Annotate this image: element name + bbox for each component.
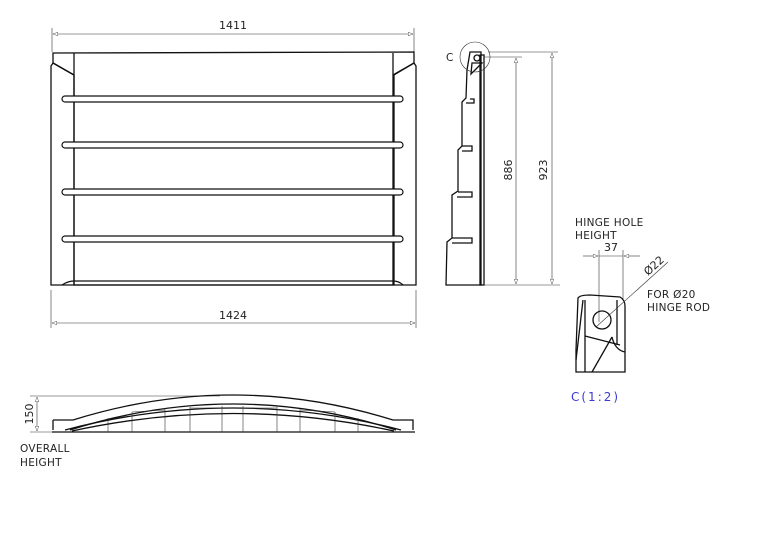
hinge-hole	[592, 310, 612, 330]
detail-caption: C(1:2)	[571, 390, 620, 404]
bottom-width-label: 1424	[219, 309, 247, 322]
dimension-1424: 1424	[50, 290, 417, 328]
shelf-2	[61, 141, 404, 149]
arched-louver-profile	[52, 394, 415, 433]
dimension-1411: 1411	[51, 19, 415, 52]
inner-height-label: 886	[502, 160, 515, 181]
top-width-label: 1411	[219, 19, 247, 32]
shelf-4	[61, 235, 404, 243]
elevation-view: 150 OVERALL HEIGHT	[20, 394, 415, 469]
diameter-leader	[595, 261, 669, 328]
side-view: C 886 923	[445, 41, 560, 286]
rod-note-line1: FOR Ø20	[647, 289, 696, 301]
dimension-923: 923	[488, 51, 558, 284]
elevation-height-label: 150	[23, 404, 36, 425]
shelf-1	[61, 95, 404, 103]
hinge-hole-note-line2: HEIGHT	[575, 230, 617, 242]
detail-c-view: HINGE HOLE HEIGHT 37 Ø22 FOR Ø20 HINGE R…	[571, 217, 710, 404]
shelf-3	[61, 188, 404, 196]
overall-height-label: 923	[537, 160, 550, 181]
dimension-37: 37	[583, 241, 640, 322]
front-view: 1411 1424	[50, 19, 417, 328]
hinge-hole-note-line1: HINGE HOLE	[575, 217, 644, 229]
rod-note-line2: HINGE ROD	[647, 302, 710, 314]
louver-shelves	[61, 95, 404, 286]
dimension-886: 886	[484, 56, 560, 286]
overall-height-note-line1: OVERALL	[20, 443, 70, 455]
dimension-150: 150	[23, 395, 220, 433]
hole-diameter-label: Ø22	[641, 253, 667, 278]
overall-height-note-line2: HEIGHT	[20, 457, 62, 469]
hole-height-label: 37	[604, 241, 618, 254]
detail-marker: C	[446, 52, 454, 64]
louver-frame	[50, 51, 417, 286]
